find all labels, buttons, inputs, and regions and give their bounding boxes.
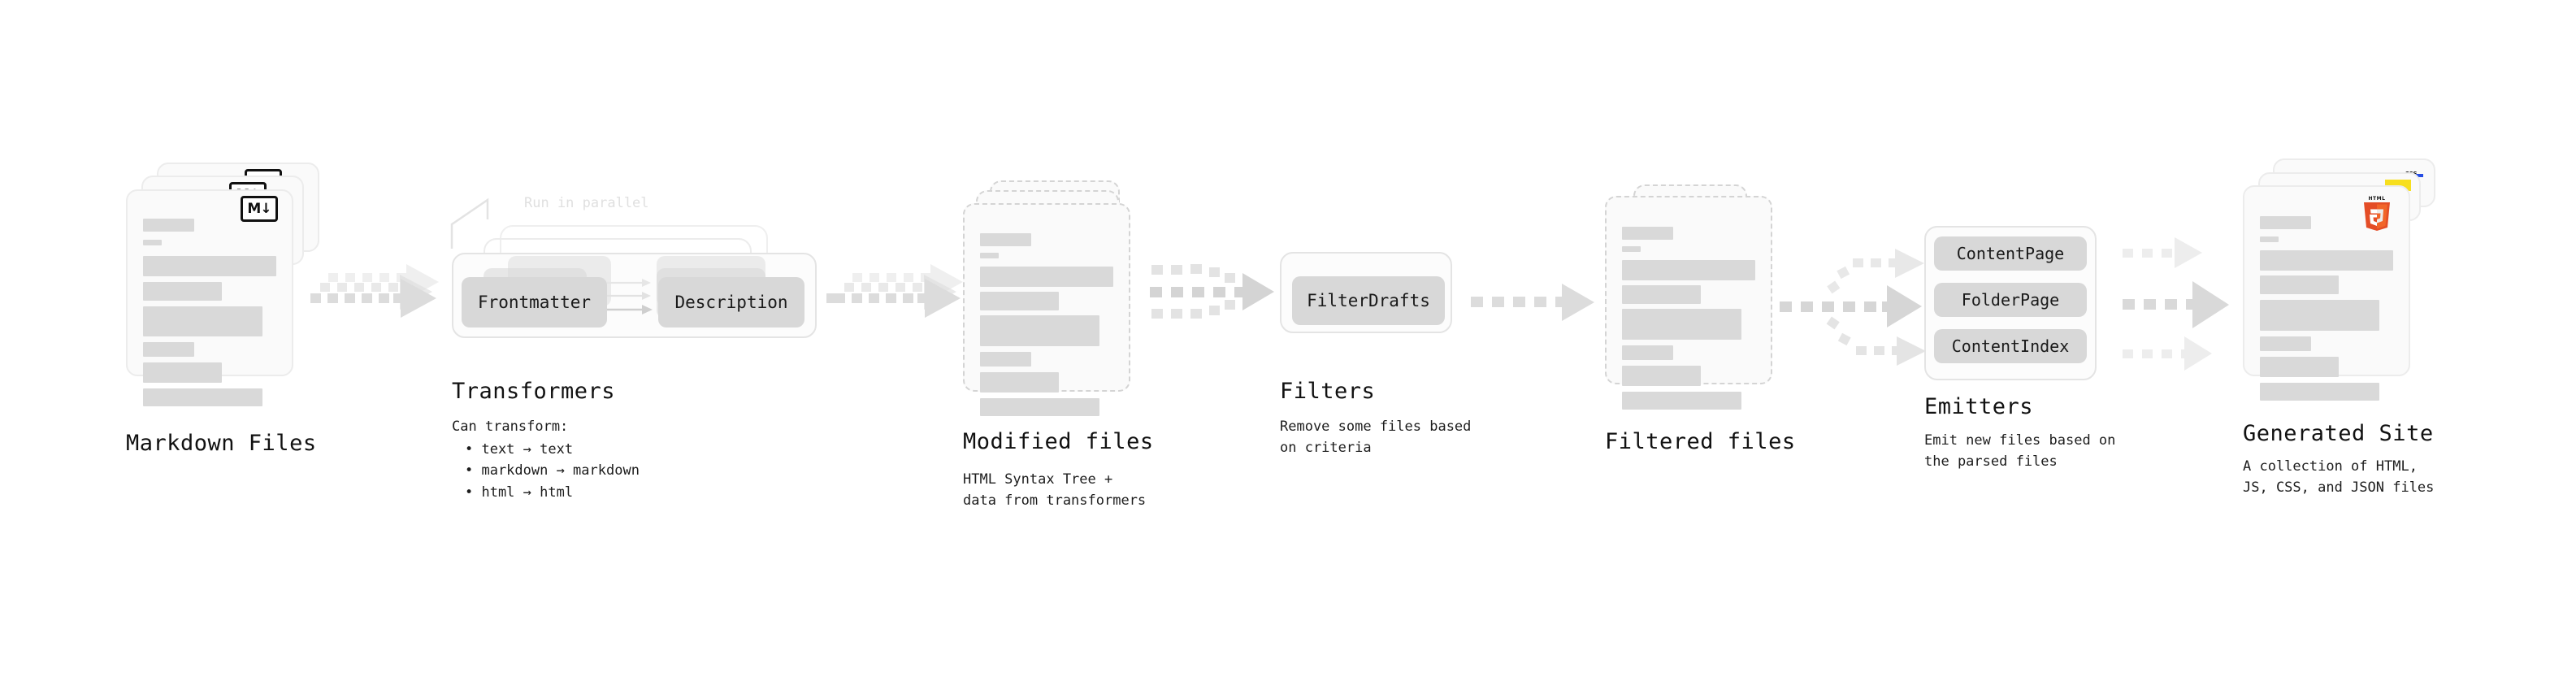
doc-bar <box>980 398 1099 416</box>
emitter-chip-contentpage[interactable]: ContentPage <box>1934 236 2087 271</box>
doc-bar <box>980 352 1031 367</box>
markdown-files-caption: Markdown Files <box>126 431 317 456</box>
html5-wordmark: HTML <box>2369 196 2386 202</box>
doc-bar <box>1622 392 1741 410</box>
doc-bar <box>980 233 1031 246</box>
doc-bar <box>143 342 194 357</box>
doc-bar <box>1622 309 1741 340</box>
doc-bar <box>980 267 1113 287</box>
html5-logo: HTML <box>2364 196 2390 231</box>
generated-site-sub: A collection of HTML, JS, CSS, and JSON … <box>2243 458 2435 496</box>
transformers-caption: Transformers <box>452 379 616 404</box>
connector-emitters-to-site <box>2123 237 2229 371</box>
doc-bar <box>143 388 262 406</box>
filter-chip-filterdrafts[interactable]: FilterDrafts <box>1292 276 1445 325</box>
doc-bar <box>2260 300 2379 331</box>
doc-bar <box>1622 227 1673 240</box>
transformer-chip-frontmatter-label: Frontmatter <box>477 293 592 312</box>
emitter-chip-folderpage-label: FolderPage <box>1961 290 2060 310</box>
emitter-chip-contentindex[interactable]: ContentIndex <box>1934 329 2087 363</box>
transformers-sub-intro: Can transform: <box>452 419 569 435</box>
modified-files-sub: HTML Syntax Tree + data from transformer… <box>963 471 1147 509</box>
doc-bar <box>2260 275 2339 294</box>
run-in-parallel-label: Run in parallel <box>524 195 649 211</box>
doc-bar <box>143 306 262 336</box>
doc-bar <box>2260 250 2393 271</box>
emitter-chip-folderpage[interactable]: FolderPage <box>1934 283 2087 317</box>
transformers-bullet-2: • html → html <box>465 484 574 501</box>
connector-markdown-to-transformers <box>310 264 439 318</box>
emitter-chip-contentindex-label: ContentIndex <box>1951 336 2070 356</box>
doc-bar <box>143 282 222 301</box>
transformer-chip-frontmatter[interactable]: Frontmatter <box>462 277 607 327</box>
generated-site-caption: Generated Site <box>2243 421 2434 446</box>
filters-caption: Filters <box>1280 379 1376 404</box>
doc-bar <box>2260 357 2339 377</box>
doc-bar <box>1622 246 1641 252</box>
connector-modified-to-filters <box>1150 264 1274 319</box>
connector-transformers-to-modified <box>826 264 963 318</box>
modified-files-caption: Modified files <box>963 429 1154 454</box>
doc-bar <box>1622 345 1673 360</box>
doc-bar <box>2260 383 2379 401</box>
transformer-chip-description-label: Description <box>674 293 788 312</box>
emitters-caption: Emitters <box>1924 394 2034 419</box>
doc-bar <box>2260 336 2311 351</box>
doc-bar <box>2260 236 2279 242</box>
doc-bar <box>143 240 162 245</box>
doc-bar <box>1622 366 1701 386</box>
doc-bar <box>980 253 999 258</box>
doc-bar <box>1622 260 1755 280</box>
filtered-files-caption: Filtered files <box>1605 429 1796 454</box>
connector-filtered-to-emitters <box>1780 249 1926 366</box>
run-in-parallel-bracket <box>450 197 489 249</box>
markdown-logo-front: M↓ <box>241 196 278 222</box>
filters-sub: Remove some files based on criteria <box>1280 419 1472 456</box>
transformers-bullet-0: • text → text <box>465 441 574 458</box>
doc-bar <box>980 292 1059 310</box>
doc-bar <box>143 362 222 383</box>
filter-chip-filterdrafts-label: FilterDrafts <box>1307 291 1430 310</box>
doc-bar <box>143 219 194 232</box>
transformers-bullet-1: • markdown → markdown <box>465 462 640 479</box>
emitter-chip-contentpage-label: ContentPage <box>1956 244 2065 263</box>
doc-bar <box>1622 285 1701 304</box>
doc-bar <box>143 256 276 276</box>
emitters-sub: Emit new files based on the parsed files <box>1924 432 2116 470</box>
doc-bar <box>980 315 1099 346</box>
doc-bar <box>2260 216 2311 229</box>
doc-bar <box>980 372 1059 393</box>
markdown-logo-label-front: M↓ <box>247 200 271 217</box>
transformers-bullets: • text → text • markdown → markdown • ht… <box>465 439 640 503</box>
transformer-chip-description[interactable]: Description <box>658 277 804 327</box>
connector-filters-to-filtered <box>1471 284 1594 321</box>
